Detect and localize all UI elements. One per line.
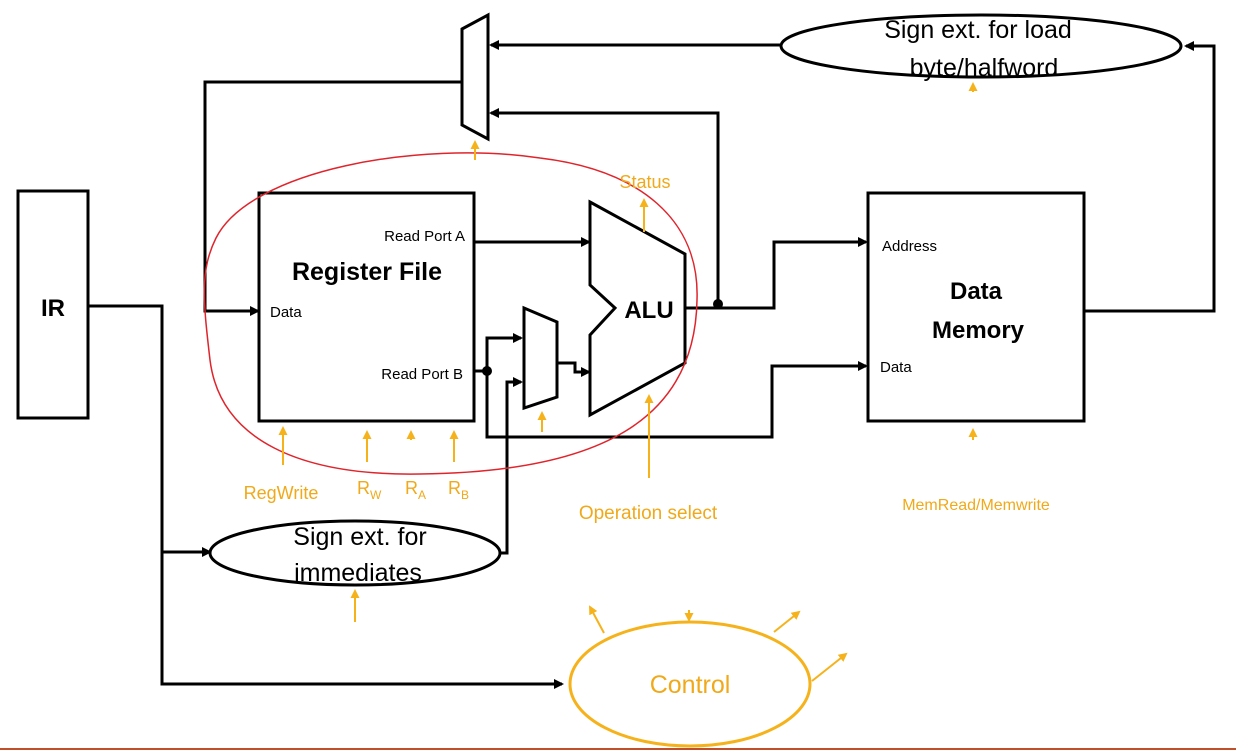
data-memory-label-1: Data [950,278,1003,305]
wire-mux-alu [557,361,591,377]
rb-base: R [448,478,461,498]
control-label: Control [650,671,731,699]
ctl-out-3 [773,610,801,633]
rf-data-port-label: Data [270,304,302,321]
read-port-a-label: Read Port A [384,228,465,245]
register-file-box [257,191,476,423]
dm-address-label: Address [882,238,937,255]
control-ellipse [568,620,812,748]
read-port-b-label: Read Port B [381,366,463,383]
data-memory-box [866,191,1086,423]
alu-label: ALU [624,297,673,324]
rb-sub: B [461,488,469,502]
ra-label: RA [405,478,426,502]
footer-rule [0,748,1236,750]
rb-label: RB [448,478,469,502]
register-file-label: Register File [292,258,442,286]
wire-mux-to-rf-data [203,80,462,316]
rw-sub: W [370,488,382,502]
sign-ext-imm-ellipse [208,519,502,587]
ir-label: IR [41,295,65,322]
sign-ext-load-label-1: Sign ext. for load [884,16,1072,44]
status-label: Status [619,172,670,192]
wire-ir-out [88,304,564,689]
wire-mem-out [1085,41,1216,313]
ctl-out-4 [811,652,848,682]
operation-select-label: Operation select [579,503,718,524]
ra-base: R [405,478,418,498]
ra-sub: A [418,488,426,502]
sign-ext-load-label-2: byte/halfword [910,54,1059,82]
wire-alu-mux [489,108,720,308]
annotation-circle [203,152,698,475]
ir-box [16,189,90,420]
junction-portb [482,366,492,376]
sign-ext-load-ellipse [779,13,1183,79]
dm-data-label: Data [880,359,912,376]
wire-portb-mem [485,361,868,439]
wire-portb-mux [485,333,523,371]
rw-base: R [357,478,370,498]
sign-ext-imm-label-2: immediates [294,559,422,587]
writeback-mux [460,12,490,142]
ctl-out-1 [589,605,605,634]
sign-ext-imm-label-1: Sign ext. for [293,523,426,551]
data-memory-label-2: Memory [932,317,1025,344]
regwrite-label: RegWrite [244,483,319,503]
junction-alu-out [713,299,723,309]
rw-label: RW [357,478,382,502]
alu-b-mux [522,305,559,411]
alu-shape [588,199,687,418]
wire-alu-out [685,237,868,310]
memread-memwrite-label: MemRead/Memwrite [902,497,1050,514]
